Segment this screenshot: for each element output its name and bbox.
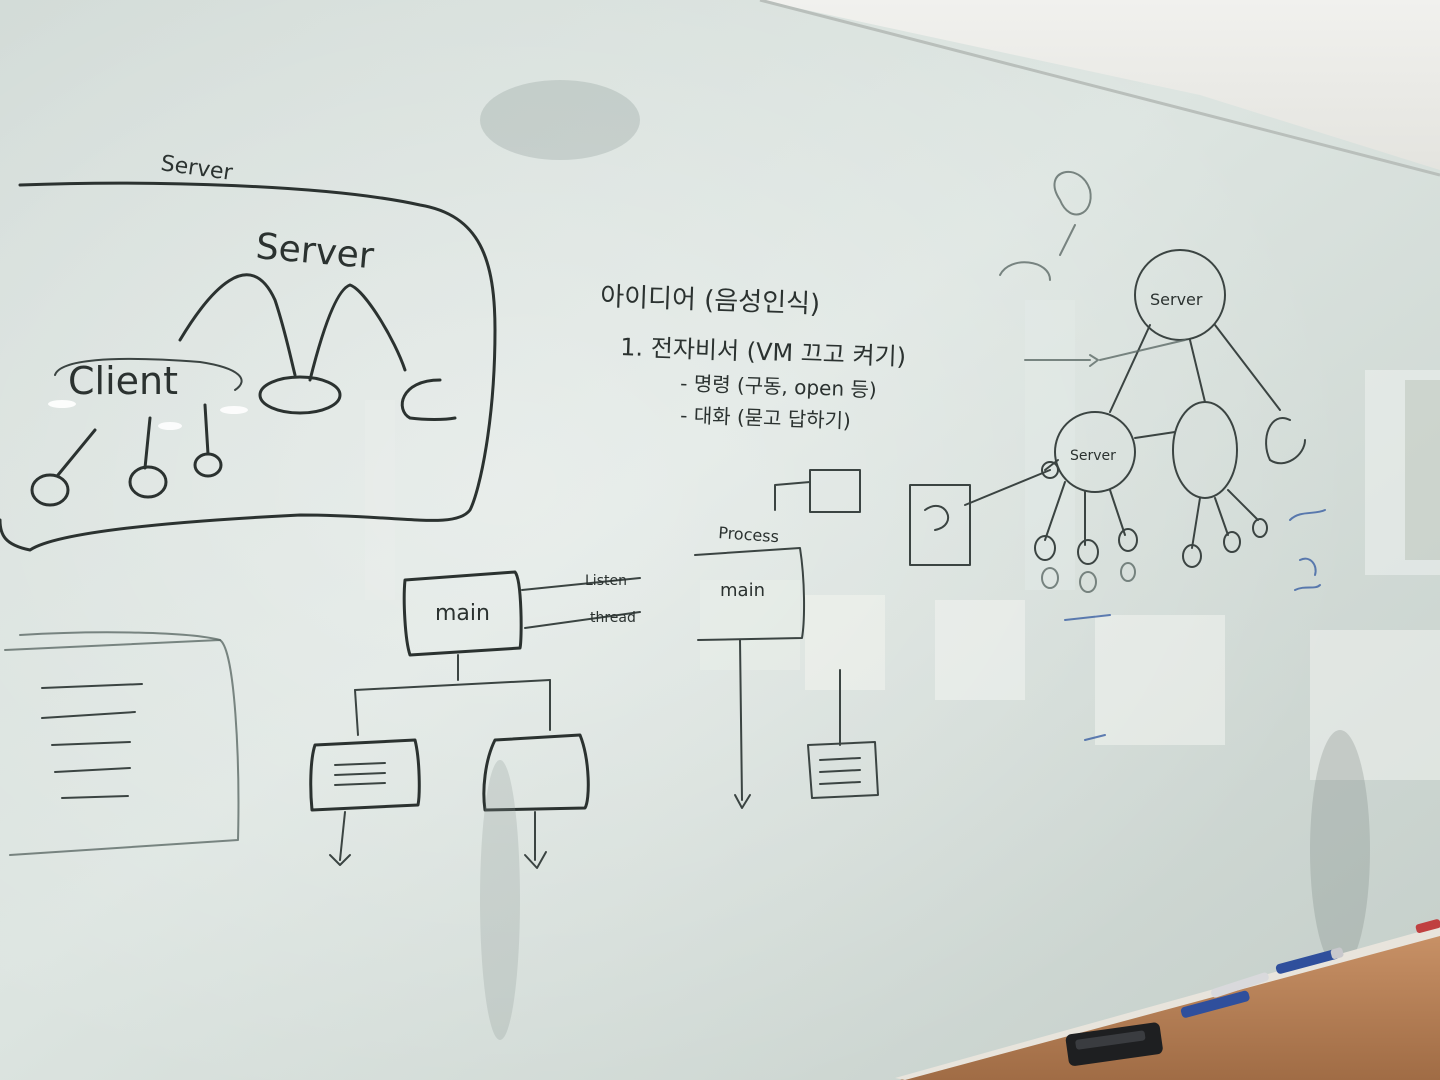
arrow-label-thread: thread <box>590 610 636 626</box>
server-boundary <box>0 181 497 552</box>
flow-diagram: main Listen thread Process main <box>309 469 1051 869</box>
smudges <box>480 80 1370 1040</box>
process-box <box>694 547 806 641</box>
light-reflections <box>48 400 248 430</box>
left-diagram: Server Server Client <box>0 151 497 552</box>
window-reflections <box>365 300 1440 780</box>
c-shape <box>400 378 457 421</box>
child-box-right <box>482 733 590 812</box>
marker-pens <box>1180 919 1440 1018</box>
process-main-label: main <box>720 580 765 601</box>
ceiling <box>760 0 1440 170</box>
marker-ledge <box>895 919 1440 1080</box>
faint-list-box <box>4 631 240 856</box>
server-mid-node <box>1054 411 1136 493</box>
process-label: Process <box>718 523 780 546</box>
eraser <box>1065 1022 1163 1066</box>
main-label: main <box>435 601 490 626</box>
server-top-label: Server <box>1150 290 1203 309</box>
idea-sub-2: - 대화 (묻고 답하기) <box>680 403 851 433</box>
client-label: Client <box>68 359 178 403</box>
server-mid-label: Server <box>1070 448 1116 464</box>
child-box-left <box>309 738 421 812</box>
right-diagram: Server Server <box>999 171 1326 741</box>
arrow-label-listen: Listen <box>585 573 627 589</box>
server-top-node <box>1134 249 1226 341</box>
main-box <box>402 570 523 657</box>
blue-scribble <box>1289 509 1326 591</box>
